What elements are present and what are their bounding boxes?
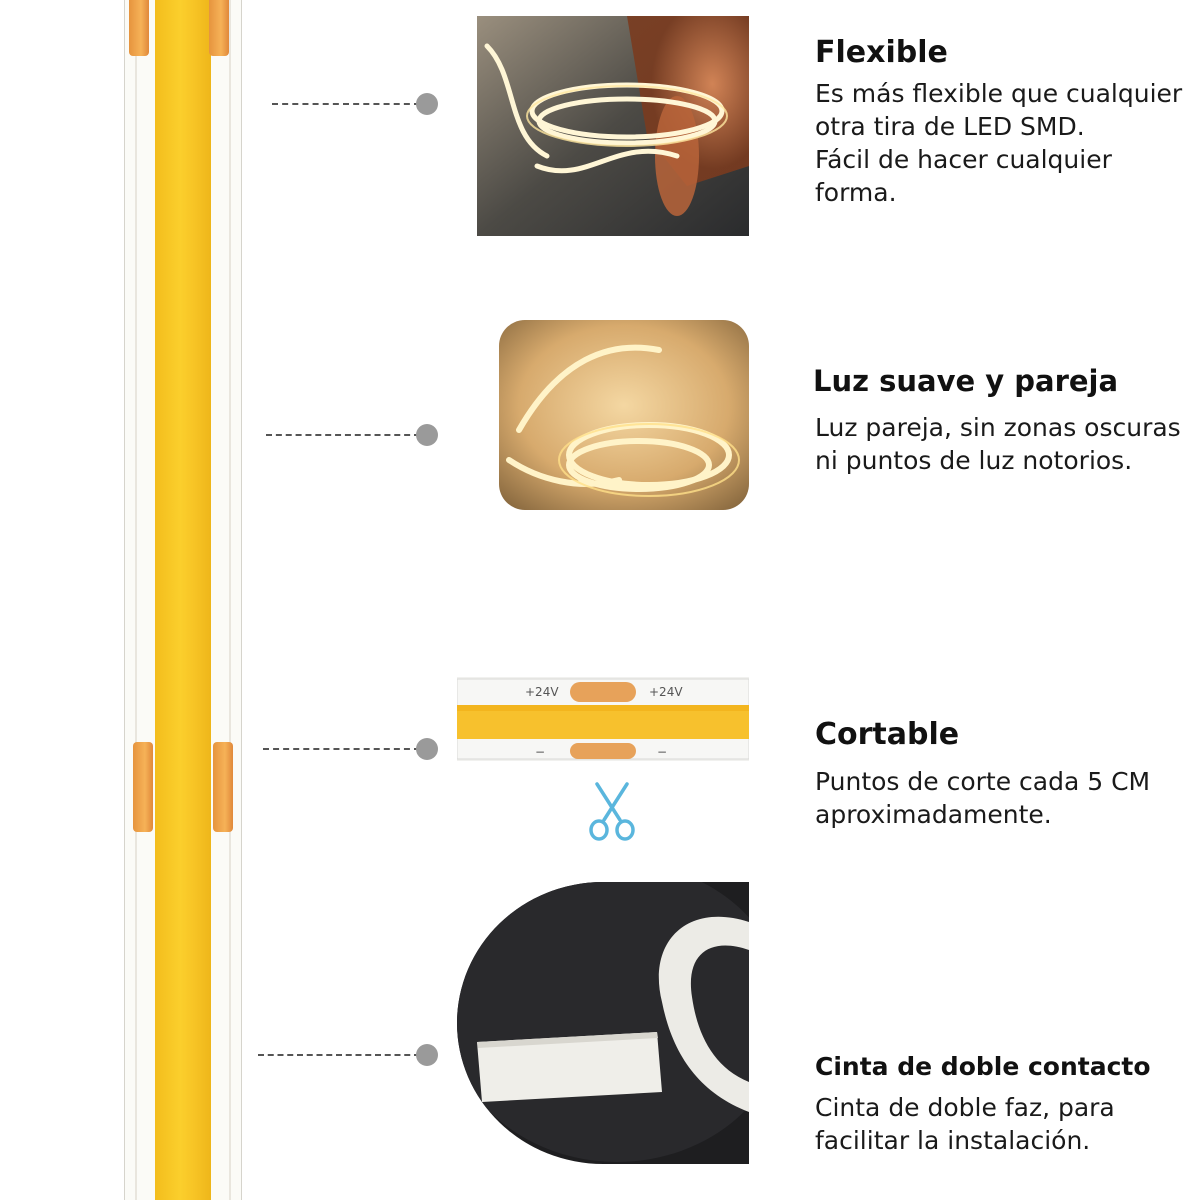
scissors-icon [585, 780, 639, 842]
photo-double-tape [457, 882, 749, 1164]
voltage-label-right: +24V [649, 685, 683, 699]
connector-dot [416, 1044, 438, 1066]
connector-line [266, 434, 420, 436]
connector-cortable [263, 738, 438, 760]
feature-body-flexible: Es más flexible que cualquier otra tira … [815, 79, 1183, 207]
copper-pad-cut-right [213, 742, 233, 832]
copper-pad-cut-left [133, 742, 153, 832]
connector-dot [416, 424, 438, 446]
strip-edge [229, 0, 231, 1200]
negative-label-left: − [535, 745, 545, 759]
connector-dot [416, 738, 438, 760]
negative-label-right: − [657, 745, 667, 759]
cob-led-band [155, 0, 211, 1200]
photo-flexible-strip [477, 16, 749, 236]
connector-dot [416, 93, 438, 115]
photo-soft-light [499, 320, 749, 510]
connector-luz [266, 424, 438, 446]
feature-title-cortable: Cortable [815, 717, 960, 752]
connector-line [263, 748, 420, 750]
photo-cut-strip: +24V +24V − − [457, 677, 749, 761]
feature-body-luz: Luz pareja, sin zonas oscuras ni puntos … [815, 413, 1181, 475]
feature-body-cinta: Cinta de doble faz, para facilitar la in… [815, 1093, 1115, 1155]
connector-line [272, 103, 420, 105]
feature-title-cinta: Cinta de doble contacto [815, 1052, 1151, 1081]
voltage-label-left: +24V [525, 685, 559, 699]
connector-flexible [272, 93, 438, 115]
copper-pad-top-right [209, 0, 229, 56]
led-strip [124, 0, 242, 1200]
feature-title-luz: Luz suave y pareja [813, 364, 1119, 398]
copper-pad-top-left [129, 0, 149, 56]
connector-line [258, 1054, 420, 1056]
connector-cinta [258, 1044, 438, 1066]
feature-title-flexible: Flexible [815, 35, 948, 70]
feature-body-cortable: Puntos de corte cada 5 CM aproximadament… [815, 767, 1151, 829]
strip-edge [135, 0, 137, 1200]
